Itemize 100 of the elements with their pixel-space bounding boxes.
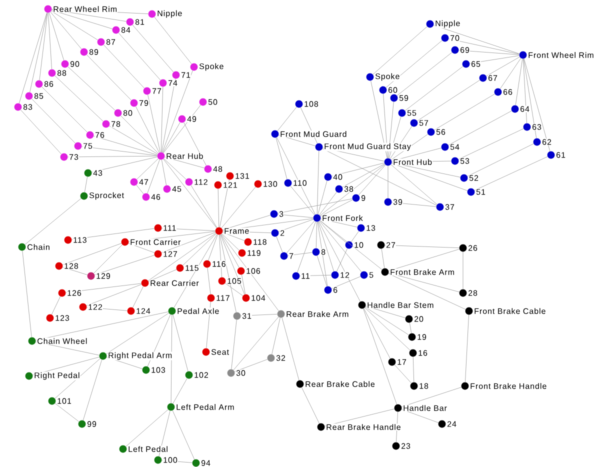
- connector-line: [351, 230, 359, 242]
- connector-line: [84, 176, 88, 192]
- connector-line: [467, 144, 534, 176]
- node-dot: [277, 310, 285, 318]
- node-label: 59: [398, 94, 409, 102]
- node-label: 54: [450, 144, 460, 150]
- node-dot: [167, 403, 175, 411]
- node-dot: [461, 382, 469, 390]
- connector-line: [523, 58, 537, 138]
- connector-line: [162, 122, 180, 153]
- node-dot: [392, 442, 400, 450]
- node-dot: [324, 286, 332, 294]
- node-label: Front Brake Handle: [470, 382, 548, 390]
- connector-line: [318, 221, 360, 302]
- connector-line: [364, 307, 410, 351]
- node-label: Frame: [224, 228, 250, 234]
- node-label: 46: [150, 194, 161, 200]
- node-label: 71: [180, 72, 191, 78]
- connector-line: [222, 214, 270, 230]
- node-dot: [192, 459, 200, 467]
- connector-line: [486, 56, 520, 76]
- connector-line: [320, 220, 382, 270]
- connector-line: [86, 284, 142, 306]
- node-dot: [154, 456, 162, 464]
- node-dot: [14, 103, 22, 111]
- node-label: 100: [162, 456, 178, 464]
- node-label: 121: [222, 182, 238, 188]
- node-dot: [335, 185, 343, 193]
- connector-line: [221, 234, 279, 312]
- node-dot: [390, 94, 398, 102]
- node-label: 53: [460, 158, 470, 164]
- connector-line: [174, 234, 218, 308]
- node-dot: [519, 51, 527, 59]
- node-label: 74: [168, 80, 178, 86]
- node-label: 70: [450, 34, 460, 42]
- node-label: 108: [304, 100, 319, 108]
- connector-line: [162, 228, 216, 232]
- node-dot: [384, 158, 392, 166]
- connector-line: [396, 52, 452, 96]
- node-label: Rear Wheel Rim: [52, 6, 118, 12]
- connector-line: [370, 80, 388, 158]
- connector-line: [218, 188, 220, 228]
- connector-line: [301, 387, 320, 424]
- node-label: 86: [44, 80, 54, 88]
- connector-line: [132, 286, 144, 308]
- node-label: Front Mud Guard: [280, 130, 348, 138]
- node-dot: [426, 20, 434, 28]
- connector-line: [372, 26, 428, 75]
- node-dot: [357, 224, 365, 232]
- connector-line: [36, 312, 168, 340]
- node-dot: [121, 238, 129, 246]
- connector-line: [366, 306, 406, 318]
- connector-line: [234, 359, 268, 372]
- connector-line: [458, 50, 520, 55]
- node-dot: [462, 60, 470, 68]
- node-dot: [112, 26, 120, 34]
- node-label: 117: [216, 294, 230, 302]
- connector-line: [154, 16, 192, 64]
- connector-line: [388, 272, 460, 292]
- node-label: Sprocket: [88, 192, 125, 200]
- node-label: Nipple: [156, 10, 183, 18]
- connector-line: [365, 306, 409, 336]
- node-label: 39: [392, 198, 403, 206]
- node-dot: [409, 349, 417, 357]
- node-label: 88: [56, 70, 67, 76]
- connector-line: [318, 222, 334, 272]
- connector-line: [66, 283, 142, 293]
- connector-line: [164, 158, 186, 180]
- node-dot: [441, 34, 449, 42]
- node-label: Chain Wheel: [36, 338, 88, 344]
- node-label: 85: [34, 92, 44, 100]
- connector-line: [276, 236, 283, 253]
- connector-line: [86, 307, 128, 311]
- node-label: 32: [276, 354, 286, 362]
- node-dot: [44, 5, 52, 13]
- node-dot: [78, 420, 86, 428]
- connector-line: [448, 110, 512, 146]
- connector-line: [324, 408, 394, 426]
- node-dot: [494, 88, 502, 96]
- connector-line: [190, 185, 218, 228]
- node-dot: [74, 142, 82, 150]
- node-label: Handle Bar Stem: [366, 302, 434, 308]
- node-dot: [284, 179, 292, 187]
- node-dot: [99, 352, 107, 360]
- node-dot: [408, 333, 416, 341]
- node-label: Seat: [210, 348, 230, 356]
- node-dot: [203, 260, 211, 268]
- node-label: Handle Bar: [402, 404, 448, 412]
- node-label: 113: [72, 236, 88, 244]
- node-label: 110: [292, 180, 308, 186]
- connector-line: [290, 186, 315, 216]
- node-dot: [80, 192, 88, 200]
- node-label: Front Hub: [392, 158, 433, 166]
- node-dot: [48, 397, 56, 405]
- connector-line: [434, 94, 495, 130]
- node-dot: [214, 181, 222, 189]
- node-label: 50: [208, 98, 218, 106]
- node-label: 80: [122, 110, 133, 116]
- node-dot: [317, 423, 325, 431]
- node-dot: [523, 123, 531, 131]
